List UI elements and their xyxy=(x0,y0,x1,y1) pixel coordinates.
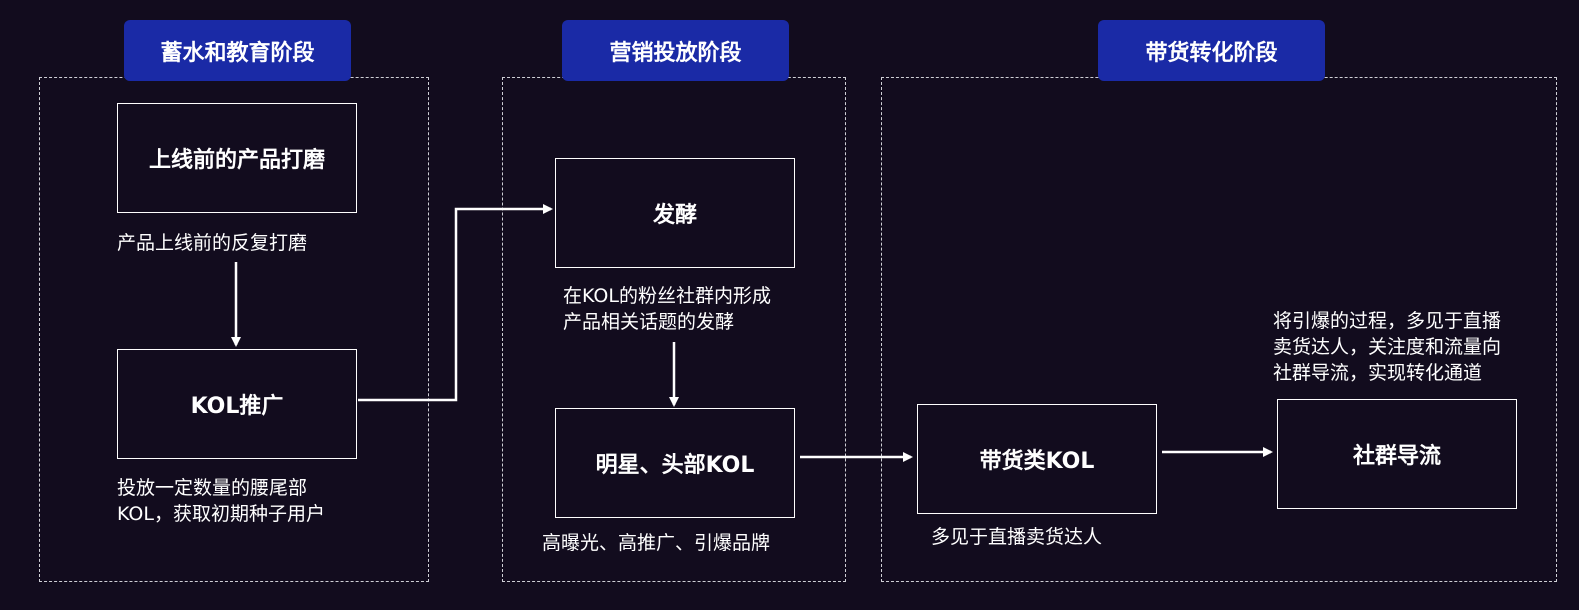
stage-label-marketing: 营销投放阶段 xyxy=(562,20,789,81)
caption-celebrity-kol: 高曝光、高推广、引爆品牌 xyxy=(542,532,771,554)
node-community: 社群导流 xyxy=(1277,399,1517,509)
caption-line: 将引爆的过程，多见于直播 xyxy=(1273,310,1502,332)
node-celebrity-kol: 明星、头部KOL xyxy=(555,408,795,518)
caption-line: 卖货达人，关注度和流量向 xyxy=(1273,336,1502,358)
caption-kol-promotion: 投放一定数量的腰尾部 KOL，获取初期种子用户 xyxy=(117,475,325,527)
stage-label-storage: 蓄水和教育阶段 xyxy=(124,20,351,81)
caption-line: 投放一定数量的腰尾部 xyxy=(117,477,308,499)
caption-ferment: 在KOL的粉丝社群内形成 产品相关话题的发酵 xyxy=(563,283,771,335)
caption-sales-kol: 多见于直播卖货达人 xyxy=(931,526,1103,548)
caption-line: 在KOL的粉丝社群内形成 xyxy=(563,285,771,307)
caption-line: 产品相关话题的发酵 xyxy=(563,311,735,333)
node-product-polish: 上线前的产品打磨 xyxy=(117,103,357,213)
arrow-kol-to-ferment xyxy=(358,204,553,402)
caption-line: KOL，获取初期种子用户 xyxy=(117,503,325,525)
node-sales-kol: 带货类KOL xyxy=(917,404,1157,514)
stage-label-conversion: 带货转化阶段 xyxy=(1098,20,1325,81)
node-ferment: 发酵 xyxy=(555,158,795,268)
caption-product-polish: 产品上线前的反复打磨 xyxy=(117,232,308,254)
caption-line: 社群导流，实现转化通道 xyxy=(1273,362,1483,384)
node-kol-promotion: KOL推广 xyxy=(117,349,357,459)
caption-community: 将引爆的过程，多见于直播 卖货达人，关注度和流量向 社群导流，实现转化通道 xyxy=(1273,308,1501,386)
